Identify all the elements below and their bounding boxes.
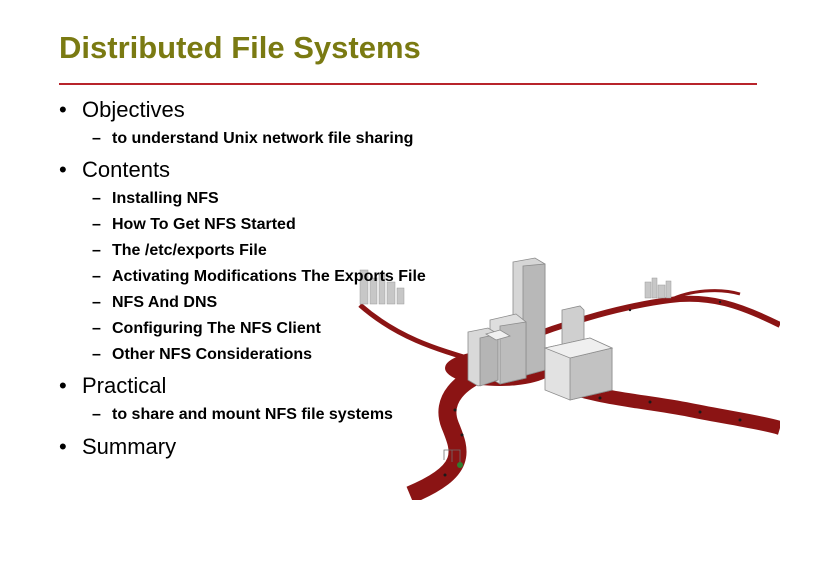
list-item: –to share and mount NFS file systems	[92, 406, 393, 423]
dash-icon: –	[92, 190, 101, 207]
list-item: –to understand Unix network file sharing	[92, 130, 414, 147]
city-road-illustration	[358, 257, 780, 500]
dash-icon: –	[92, 268, 101, 285]
dash-icon: –	[92, 130, 101, 147]
title-divider	[59, 83, 757, 85]
list-item: –Configuring The NFS Client	[92, 320, 321, 337]
dash-icon: –	[92, 294, 101, 311]
slide-title: Distributed File Systems	[59, 30, 421, 65]
dash-icon: –	[92, 216, 101, 233]
list-item: –NFS And DNS	[92, 294, 218, 311]
list-item: –Activating Modifications The Exports Fi…	[92, 268, 426, 285]
dash-icon: –	[92, 242, 101, 259]
bullet-icon: •	[59, 373, 67, 398]
list-item: –The /etc/exports File	[92, 242, 267, 259]
section-heading-practical: •Practical	[59, 373, 167, 398]
bullet-icon: •	[59, 434, 67, 459]
list-item: –Installing NFS	[92, 190, 219, 207]
dash-icon: –	[92, 346, 101, 363]
road-right-far	[669, 289, 741, 302]
road-lower-left	[406, 361, 494, 500]
dash-icon: –	[92, 320, 101, 337]
list-item: –How To Get NFS Started	[92, 216, 296, 233]
dash-icon: –	[92, 406, 101, 423]
section-heading-objectives: •Objectives	[59, 97, 185, 122]
section-heading-summary: •Summary	[59, 434, 177, 459]
bullet-icon: •	[59, 157, 67, 182]
list-item: –Other NFS Considerations	[92, 346, 313, 363]
road-right	[508, 295, 780, 348]
section-heading-contents: •Contents	[59, 157, 171, 182]
bullet-icon: •	[59, 97, 67, 122]
